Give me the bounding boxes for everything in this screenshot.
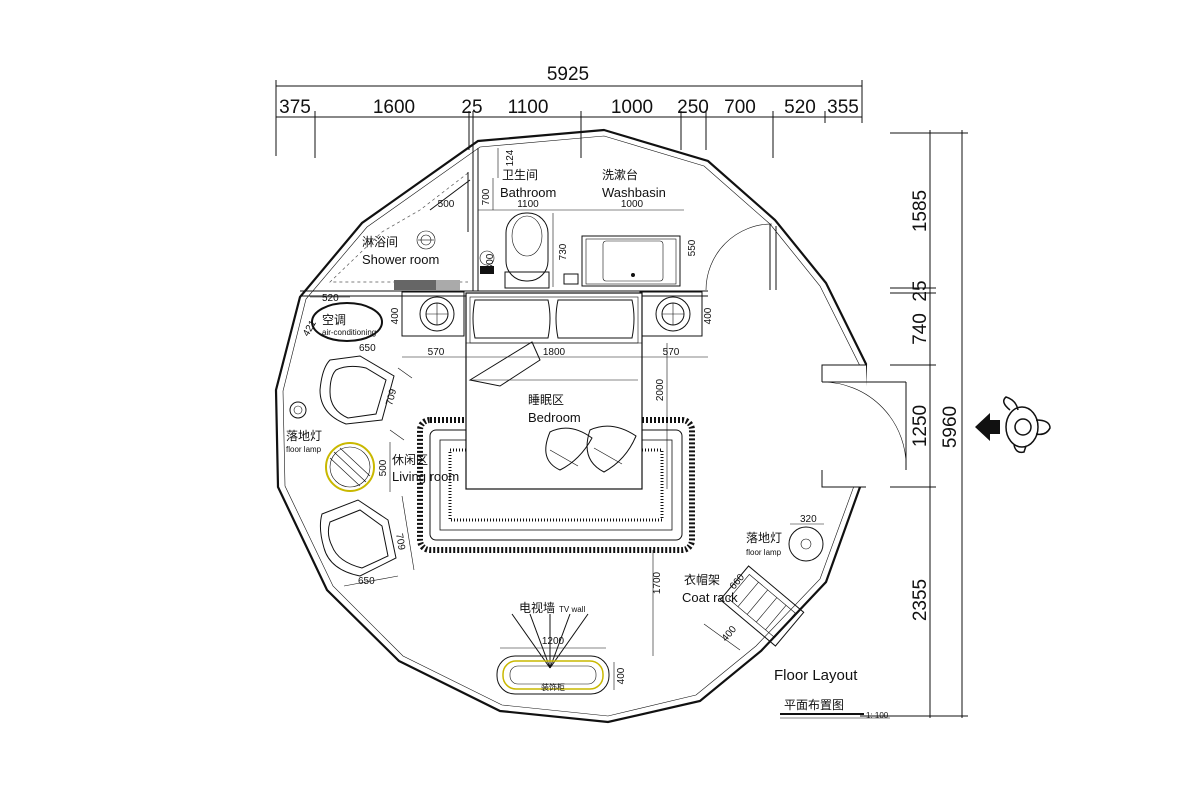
- top-dimension-chain: 5925 375 1600 25 1100 1000 250 700 520 3…: [275, 64, 863, 158]
- label-ac-en: air-conditioning: [322, 328, 376, 337]
- label-shower-en: Shower room: [362, 252, 439, 267]
- dim-1200: 1200: [542, 636, 565, 647]
- dim-730: 730: [558, 243, 569, 260]
- dim-124: 124: [505, 149, 516, 166]
- entrance-door: [705, 223, 907, 488]
- label-coatrack-cn: 衣帽架: [684, 572, 720, 587]
- label-cabinet-cn: 装饰柜: [541, 682, 565, 692]
- dim-300: 300: [485, 253, 496, 270]
- air-conditioning-unit: 520 空调 air-conditioning 421 650: [301, 293, 383, 354]
- dim-1700: 1700: [652, 571, 663, 594]
- person-icon: [975, 396, 1051, 454]
- bed-area: 400 400 570 1800 570 2000 睡眠区 Bedroom: [390, 291, 714, 553]
- dim-570-left: 570: [428, 347, 445, 358]
- label-bedroom-en: Bedroom: [528, 410, 581, 425]
- label-shower-cn: 淋浴间: [362, 235, 398, 249]
- dim-400-left: 400: [390, 307, 401, 324]
- label-floorlamp-right-en: floor lamp: [746, 548, 782, 557]
- dim-570-right: 570: [663, 347, 680, 358]
- label-washbasin-en: Washbasin: [602, 185, 666, 200]
- dim-400-right: 400: [703, 307, 714, 324]
- dim-top-355: 355: [827, 97, 859, 118]
- dim-right-740: 740: [910, 313, 931, 345]
- dim-right-1585: 1585: [910, 190, 931, 232]
- dim-right-total: 5960: [940, 406, 961, 448]
- dim-top-375: 375: [279, 97, 311, 118]
- living-area: 709 落地灯 floor lamp 500 休闲区 Living room 7…: [286, 355, 459, 587]
- dim-top-700: 700: [724, 97, 756, 118]
- dim-top-total: 5925: [547, 64, 589, 85]
- dim-top-1600: 1600: [373, 97, 415, 118]
- label-floorlamp-left-en: floor lamp: [286, 445, 322, 454]
- dim-700: 700: [481, 188, 492, 205]
- dim-top-1100: 1100: [508, 97, 549, 118]
- dim-top-25: 25: [461, 97, 482, 118]
- label-bathroom-en: Bathroom: [500, 185, 556, 200]
- label-floorlamp-left-cn: 落地灯: [286, 429, 322, 443]
- title-scale: 1: 100: [866, 711, 889, 720]
- dim-421: 421: [301, 318, 319, 338]
- dim-650-bottom: 650: [358, 576, 375, 587]
- dim-400-tv: 400: [616, 667, 627, 684]
- dim-right-1250: 1250: [910, 405, 931, 447]
- label-washbasin-cn: 洗漱台: [602, 167, 638, 182]
- label-ac-cn: 空调: [322, 313, 346, 327]
- right-dimension-chain: 1585 25 740 1250 2355 5960: [860, 130, 968, 718]
- dim-top-520: 520: [784, 97, 816, 118]
- dim-650-top: 650: [359, 343, 376, 354]
- dim-320: 320: [800, 514, 817, 525]
- outer-wall: [274, 128, 868, 724]
- label-floorlamp-right-cn: 落地灯: [746, 531, 782, 545]
- label-bathroom-cn: 卫生间: [502, 168, 538, 182]
- dim-1000: 1000: [621, 199, 644, 210]
- dim-500-shower: 500: [438, 199, 455, 210]
- dim-709-top: 709: [384, 387, 399, 406]
- label-bedroom-cn: 睡眠区: [528, 393, 564, 407]
- title-en: Floor Layout: [774, 667, 858, 684]
- dim-right-25: 25: [910, 280, 931, 301]
- label-coatrack-en: Coat rack: [682, 590, 738, 605]
- dim-1800: 1800: [543, 347, 566, 358]
- dim-550: 550: [687, 239, 698, 256]
- label-tvwall-en: TV wall: [559, 605, 585, 614]
- dim-top-1000: 1000: [611, 97, 653, 118]
- dim-520: 520: [322, 293, 339, 304]
- dim-660: 660: [728, 572, 747, 592]
- dim-1100: 1100: [517, 199, 539, 210]
- tv-wall-area: 1700 电视墙 TV wall 1200 400 装饰柜: [496, 550, 663, 695]
- label-living-cn: 休闲区: [392, 453, 428, 467]
- dim-right-2355: 2355: [910, 579, 931, 621]
- bathroom-area: 124 700 500 1100 1000 730 550 300 卫生间 Ba…: [300, 148, 708, 297]
- title-block: Floor Layout 平面布置图 1: 100: [774, 667, 890, 720]
- dim-top-250: 250: [677, 97, 709, 118]
- dim-400-rack: 400: [720, 624, 739, 644]
- label-living-en: Living room: [392, 469, 459, 484]
- coat-rack-area: 320 落地灯 floor lamp 衣帽架 Coat rack 660 400: [682, 514, 824, 651]
- dim-2000: 2000: [655, 378, 666, 401]
- label-tvwall-cn: 电视墙: [519, 600, 555, 615]
- dim-500-living: 500: [378, 459, 389, 476]
- title-cn: 平面布置图: [784, 698, 844, 712]
- dim-709-bottom: 709: [393, 533, 407, 552]
